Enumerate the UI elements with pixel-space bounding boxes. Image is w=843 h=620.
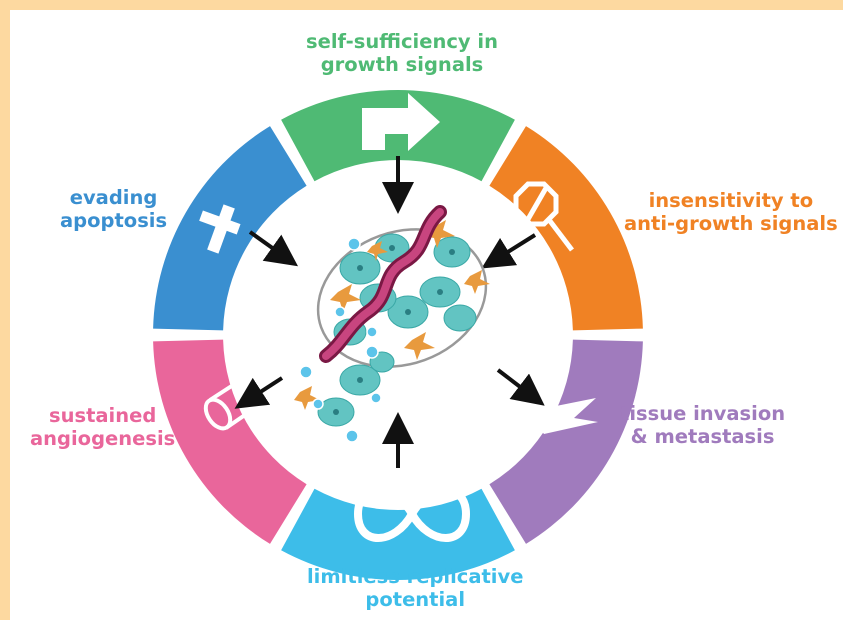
segment-invasion [489, 339, 643, 544]
immune-cells [299, 237, 382, 443]
stromal-cells [294, 220, 490, 410]
tumor-cell-nuclei [333, 245, 455, 415]
label-insensitivity: insensitivity to anti-growth signals [624, 189, 838, 235]
label-apoptosis: evading apoptosis [60, 186, 168, 232]
spikes-icon [526, 398, 598, 434]
arrow-lower-left [234, 376, 284, 409]
label-self-sufficiency: self-sufficiency in growth signals [306, 30, 498, 76]
label-invasion: tissue invasion & metastasis [620, 402, 786, 448]
arrows [234, 156, 545, 468]
hallmarks-ring [153, 90, 643, 580]
bent-arrow-icon [362, 93, 440, 151]
tumor-illustration [294, 205, 490, 443]
infinity-icon [353, 486, 471, 542]
segment-angiogenesis [153, 339, 307, 544]
segment-insensitivity [489, 126, 643, 331]
arrow-lower-right [496, 368, 545, 406]
arrow-upper-right [481, 233, 537, 269]
arrow-upper-left [248, 230, 299, 267]
segment-self-sufficiency [281, 90, 515, 182]
prohibition-sign-icon [513, 181, 574, 252]
label-angiogenesis: sustained angiogenesis [30, 404, 176, 450]
label-replicative: limitless replicative potential [307, 565, 524, 611]
cross-icon [199, 204, 241, 254]
